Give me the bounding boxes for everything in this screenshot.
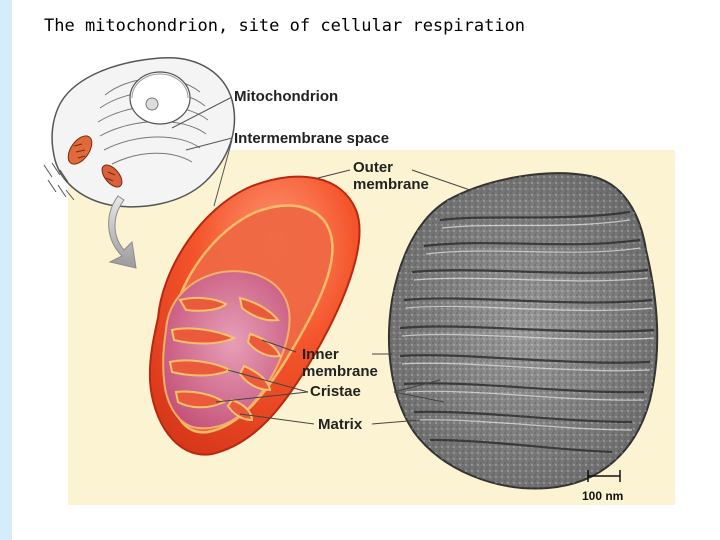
top-label-leaders [171, 96, 233, 207]
cell-sketch [43, 57, 236, 208]
label-inner-membrane-line2: membrane [302, 363, 378, 380]
label-inner-membrane-line1: Inner [302, 346, 339, 363]
label-outer-membrane-line1: Outer [353, 159, 394, 176]
mitochondrion-cutaway [148, 175, 361, 456]
side-label-leaders [215, 169, 471, 425]
slide-left-accent-bar [0, 0, 12, 540]
label-matrix: Matrix [318, 416, 363, 433]
electron-micrograph [387, 172, 659, 490]
small-mitochondrion-left-icon [67, 135, 93, 165]
scale-bar-label: 100 nm [582, 489, 624, 503]
slide-title: The mitochondrion, site of cellular resp… [44, 16, 526, 36]
label-intermembrane-space: Intermembrane space [234, 130, 390, 147]
label-mitochondrion: Mitochondrion [234, 88, 339, 105]
scale-bar [587, 470, 621, 482]
magnify-arrow [108, 195, 137, 269]
label-cristae: Cristae [310, 383, 361, 400]
label-outer-membrane-line2: membrane [353, 176, 429, 193]
small-mitochondrion-right-icon [101, 164, 123, 188]
